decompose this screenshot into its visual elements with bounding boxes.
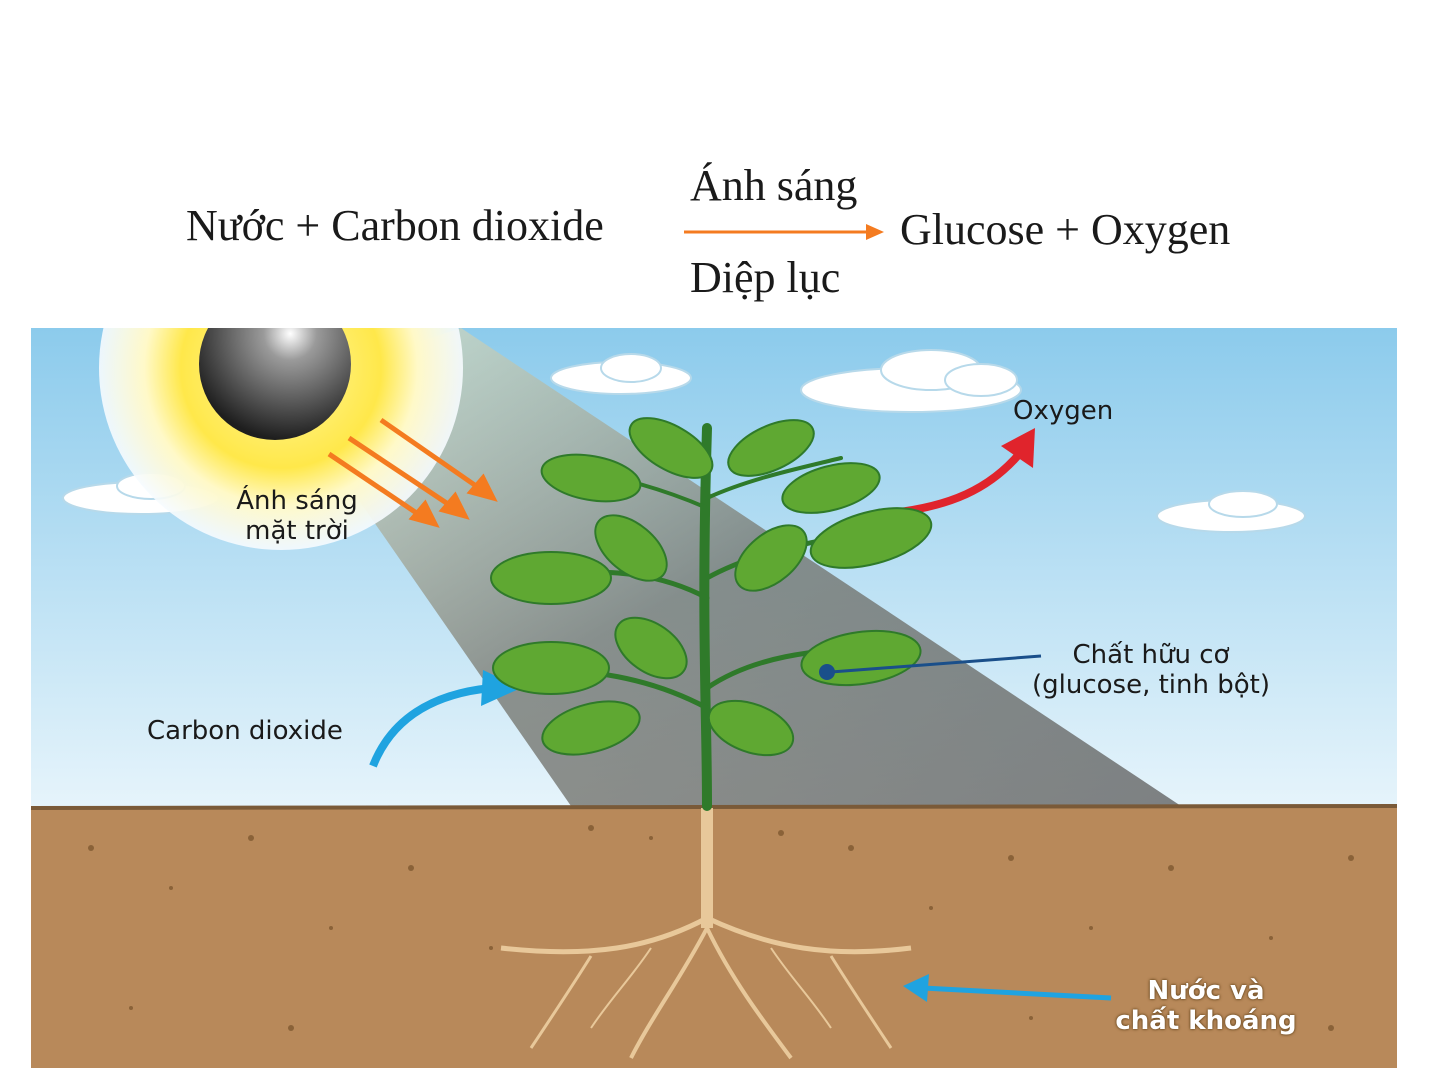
label-sunlight-line2: mặt trời [227,516,367,546]
label-water-minerals: Nước và chất khoáng [1091,976,1321,1036]
label-oxygen: Oxygen [1013,396,1113,426]
equation-condition-light: Ánh sáng [690,160,857,211]
label-water-line1: Nước và [1091,976,1321,1006]
label-co2: Carbon dioxide [147,716,343,746]
label-organic-matter: Chất hữu cơ (glucose, tinh bột) [1011,640,1291,700]
label-sunlight: Ánh sáng mặt trời [227,486,367,546]
equation-products: Glucose + Oxygen [900,204,1230,255]
organic-pointer-dot [819,664,835,680]
label-organic-line2: (glucose, tinh bột) [1011,670,1291,700]
label-water-line2: chất khoáng [1091,1006,1321,1036]
equation-condition-chlorophyll: Diệp lục [690,252,840,303]
photosynthesis-illustration: Ánh sáng mặt trời Oxygen Chất hữu cơ (gl… [31,328,1397,1068]
reaction-arrow-icon [684,222,884,242]
label-organic-line1: Chất hữu cơ [1011,640,1291,670]
equation-reactants: Nước + Carbon dioxide [186,200,604,251]
photosynthesis-equation: Nước + Carbon dioxide Ánh sáng Diệp lục … [0,0,1441,320]
label-sunlight-line1: Ánh sáng [227,486,367,516]
